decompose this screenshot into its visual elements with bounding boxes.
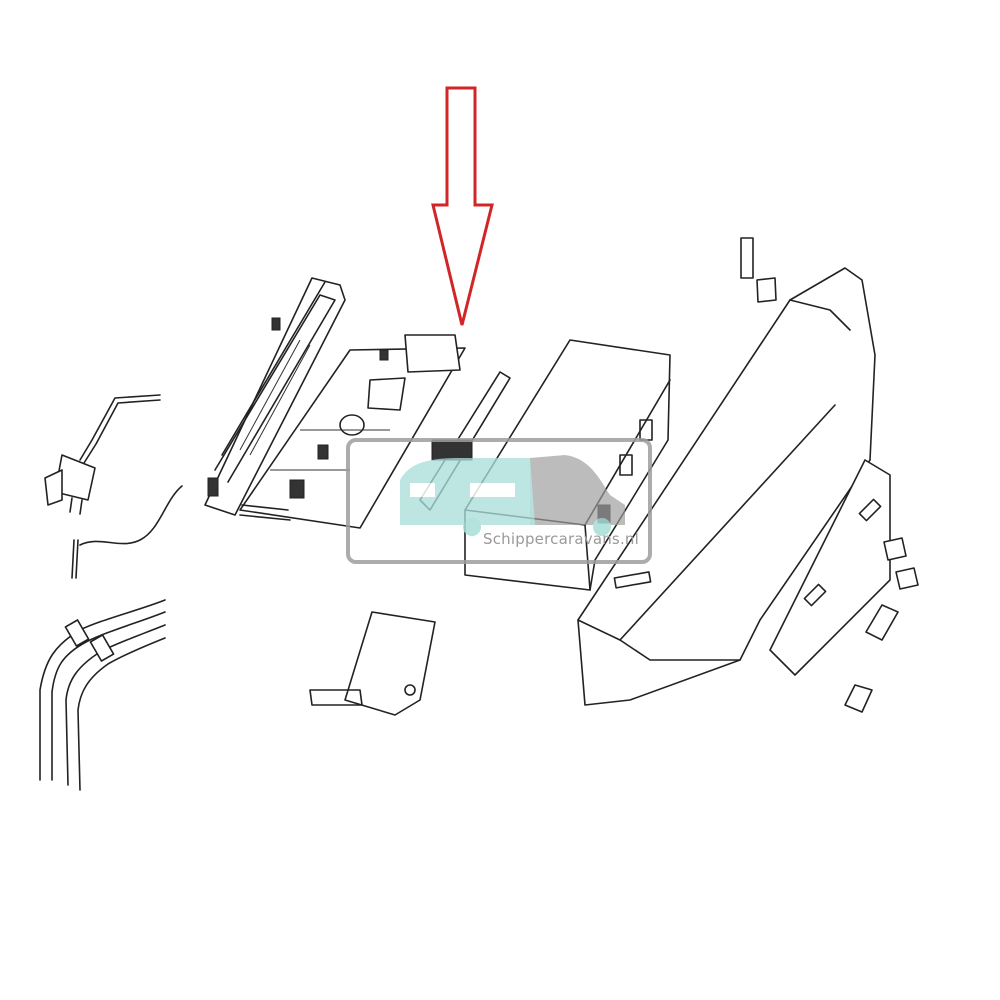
side-cover — [769, 459, 891, 676]
small-parts — [740, 237, 919, 713]
water-hoses — [39, 599, 166, 791]
power-cable-plug — [44, 394, 161, 515]
highlight-arrow — [431, 86, 494, 326]
watermark-logo — [346, 438, 652, 564]
mounting-bracket — [309, 611, 436, 716]
main-cover-housing — [577, 267, 876, 706]
sensor-wire — [71, 485, 183, 579]
front-panel — [204, 277, 346, 516]
watermark-text: Schippercaravans.nl — [483, 530, 639, 548]
watermark-caravan — [400, 458, 535, 525]
watermark-car — [530, 455, 625, 525]
